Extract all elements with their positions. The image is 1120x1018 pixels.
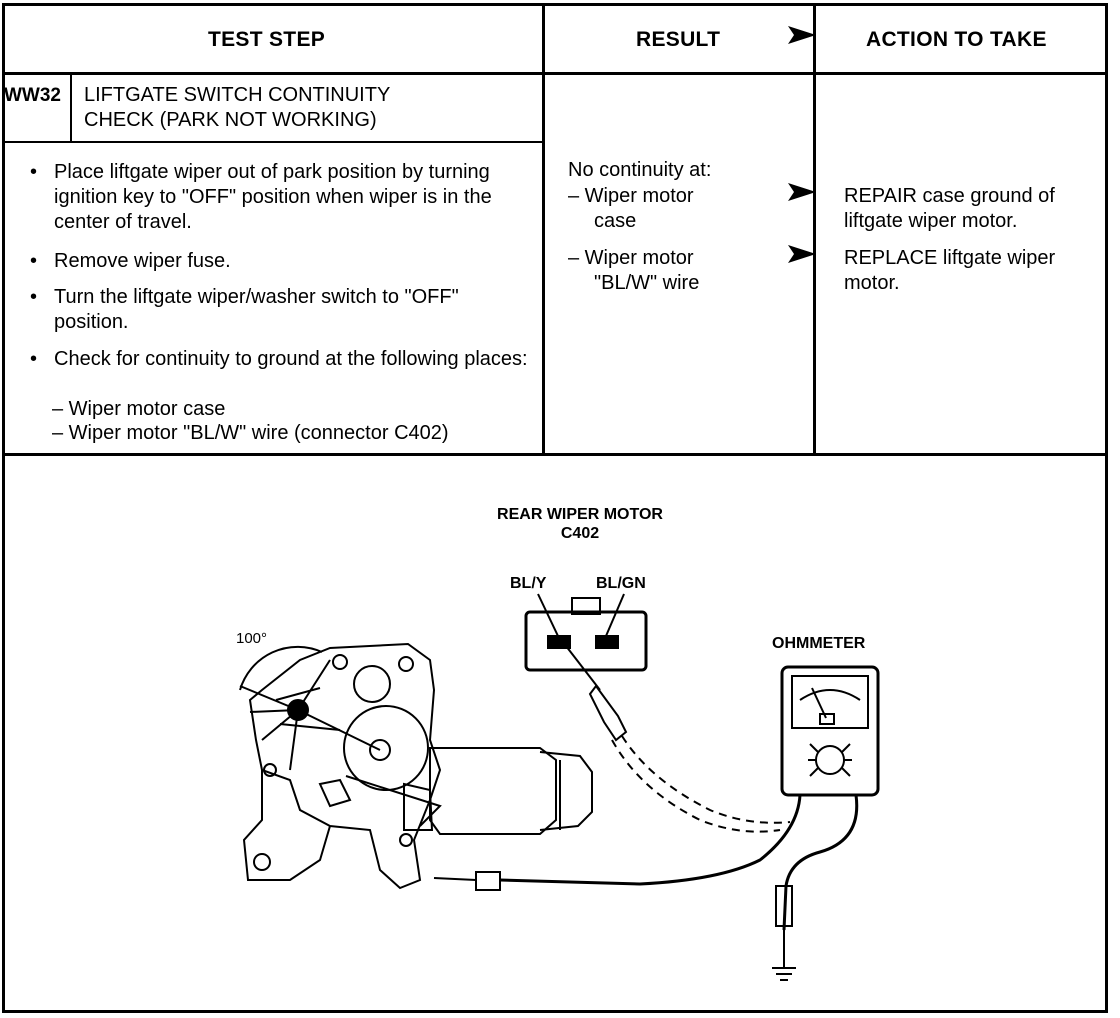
result-item2-line2: "BL/W" wire [594,272,700,294]
action-1: REPAIR case ground of liftgate wiper mot… [844,185,1055,232]
header-arrow-icon [788,26,816,44]
divider-test-result [542,3,545,455]
instruction-text: Remove wiper fuse. [54,250,231,272]
angle-label: 100° [236,630,268,647]
title-rule [2,141,544,143]
instruction-subitem-1: – Wiper motor case [52,398,226,420]
instruction-1: • Place liftgate wiper out of park posit… [30,160,530,235]
header-result: RESULT [636,28,721,51]
instruction-text: Check for continuity to ground at the fo… [54,348,528,370]
meter-leads [433,794,859,981]
result-arrow-1-icon [788,183,816,201]
header-test-step: TEST STEP [208,28,326,51]
bullet-icon: • [30,161,38,183]
result-item1-line1: – Wiper motor [568,185,694,207]
connector-id: C402 [560,525,600,542]
action-2: REPLACE liftgate wiper motor. [844,247,1056,294]
divider-result-action [813,3,816,455]
bullet-icon: • [30,250,38,272]
ohmmeter [780,665,880,797]
result-item1-line2: case [594,210,637,232]
instruction-2: • Remove wiper fuse. [30,249,530,274]
pin-left-label: BL/Y [510,575,547,592]
instruction-4: • Check for continuity to ground at the … [30,347,530,372]
instruction-text: Turn the liftgate wiper/washer switch to… [54,286,459,333]
result-item2-line1: – Wiper motor [568,247,694,269]
pin-right-label: BL/GN [596,575,646,592]
instruction-3: • Turn the liftgate wiper/washer switch … [30,285,480,335]
header-rule [2,72,1108,75]
wiper-motor [239,642,593,890]
step-code: WW32 [4,85,61,106]
result-arrow-2-icon [788,245,816,263]
connector-title: REAR WIPER MOTOR [497,506,663,523]
probe-lead [565,645,791,833]
step-title-line2: CHECK (PARK NOT WORKING) [84,109,377,131]
instruction-text: Place liftgate wiper out of park positio… [54,161,492,233]
page-frame [2,3,1108,1013]
header-action: ACTION TO TAKE [866,28,1047,51]
ohmmeter-label: OHMMETER [772,635,866,652]
bullet-icon: • [30,286,38,308]
instruction-subitem-2: – Wiper motor "BL/W" wire (connector C40… [52,422,449,444]
code-divider [70,74,72,142]
table-bottom-rule [2,453,1108,456]
bullet-icon: • [30,348,38,370]
connector-c402 [524,593,648,672]
step-title-line1: LIFTGATE SWITCH CONTINUITY [84,84,391,106]
result-heading: No continuity at: [568,159,712,181]
